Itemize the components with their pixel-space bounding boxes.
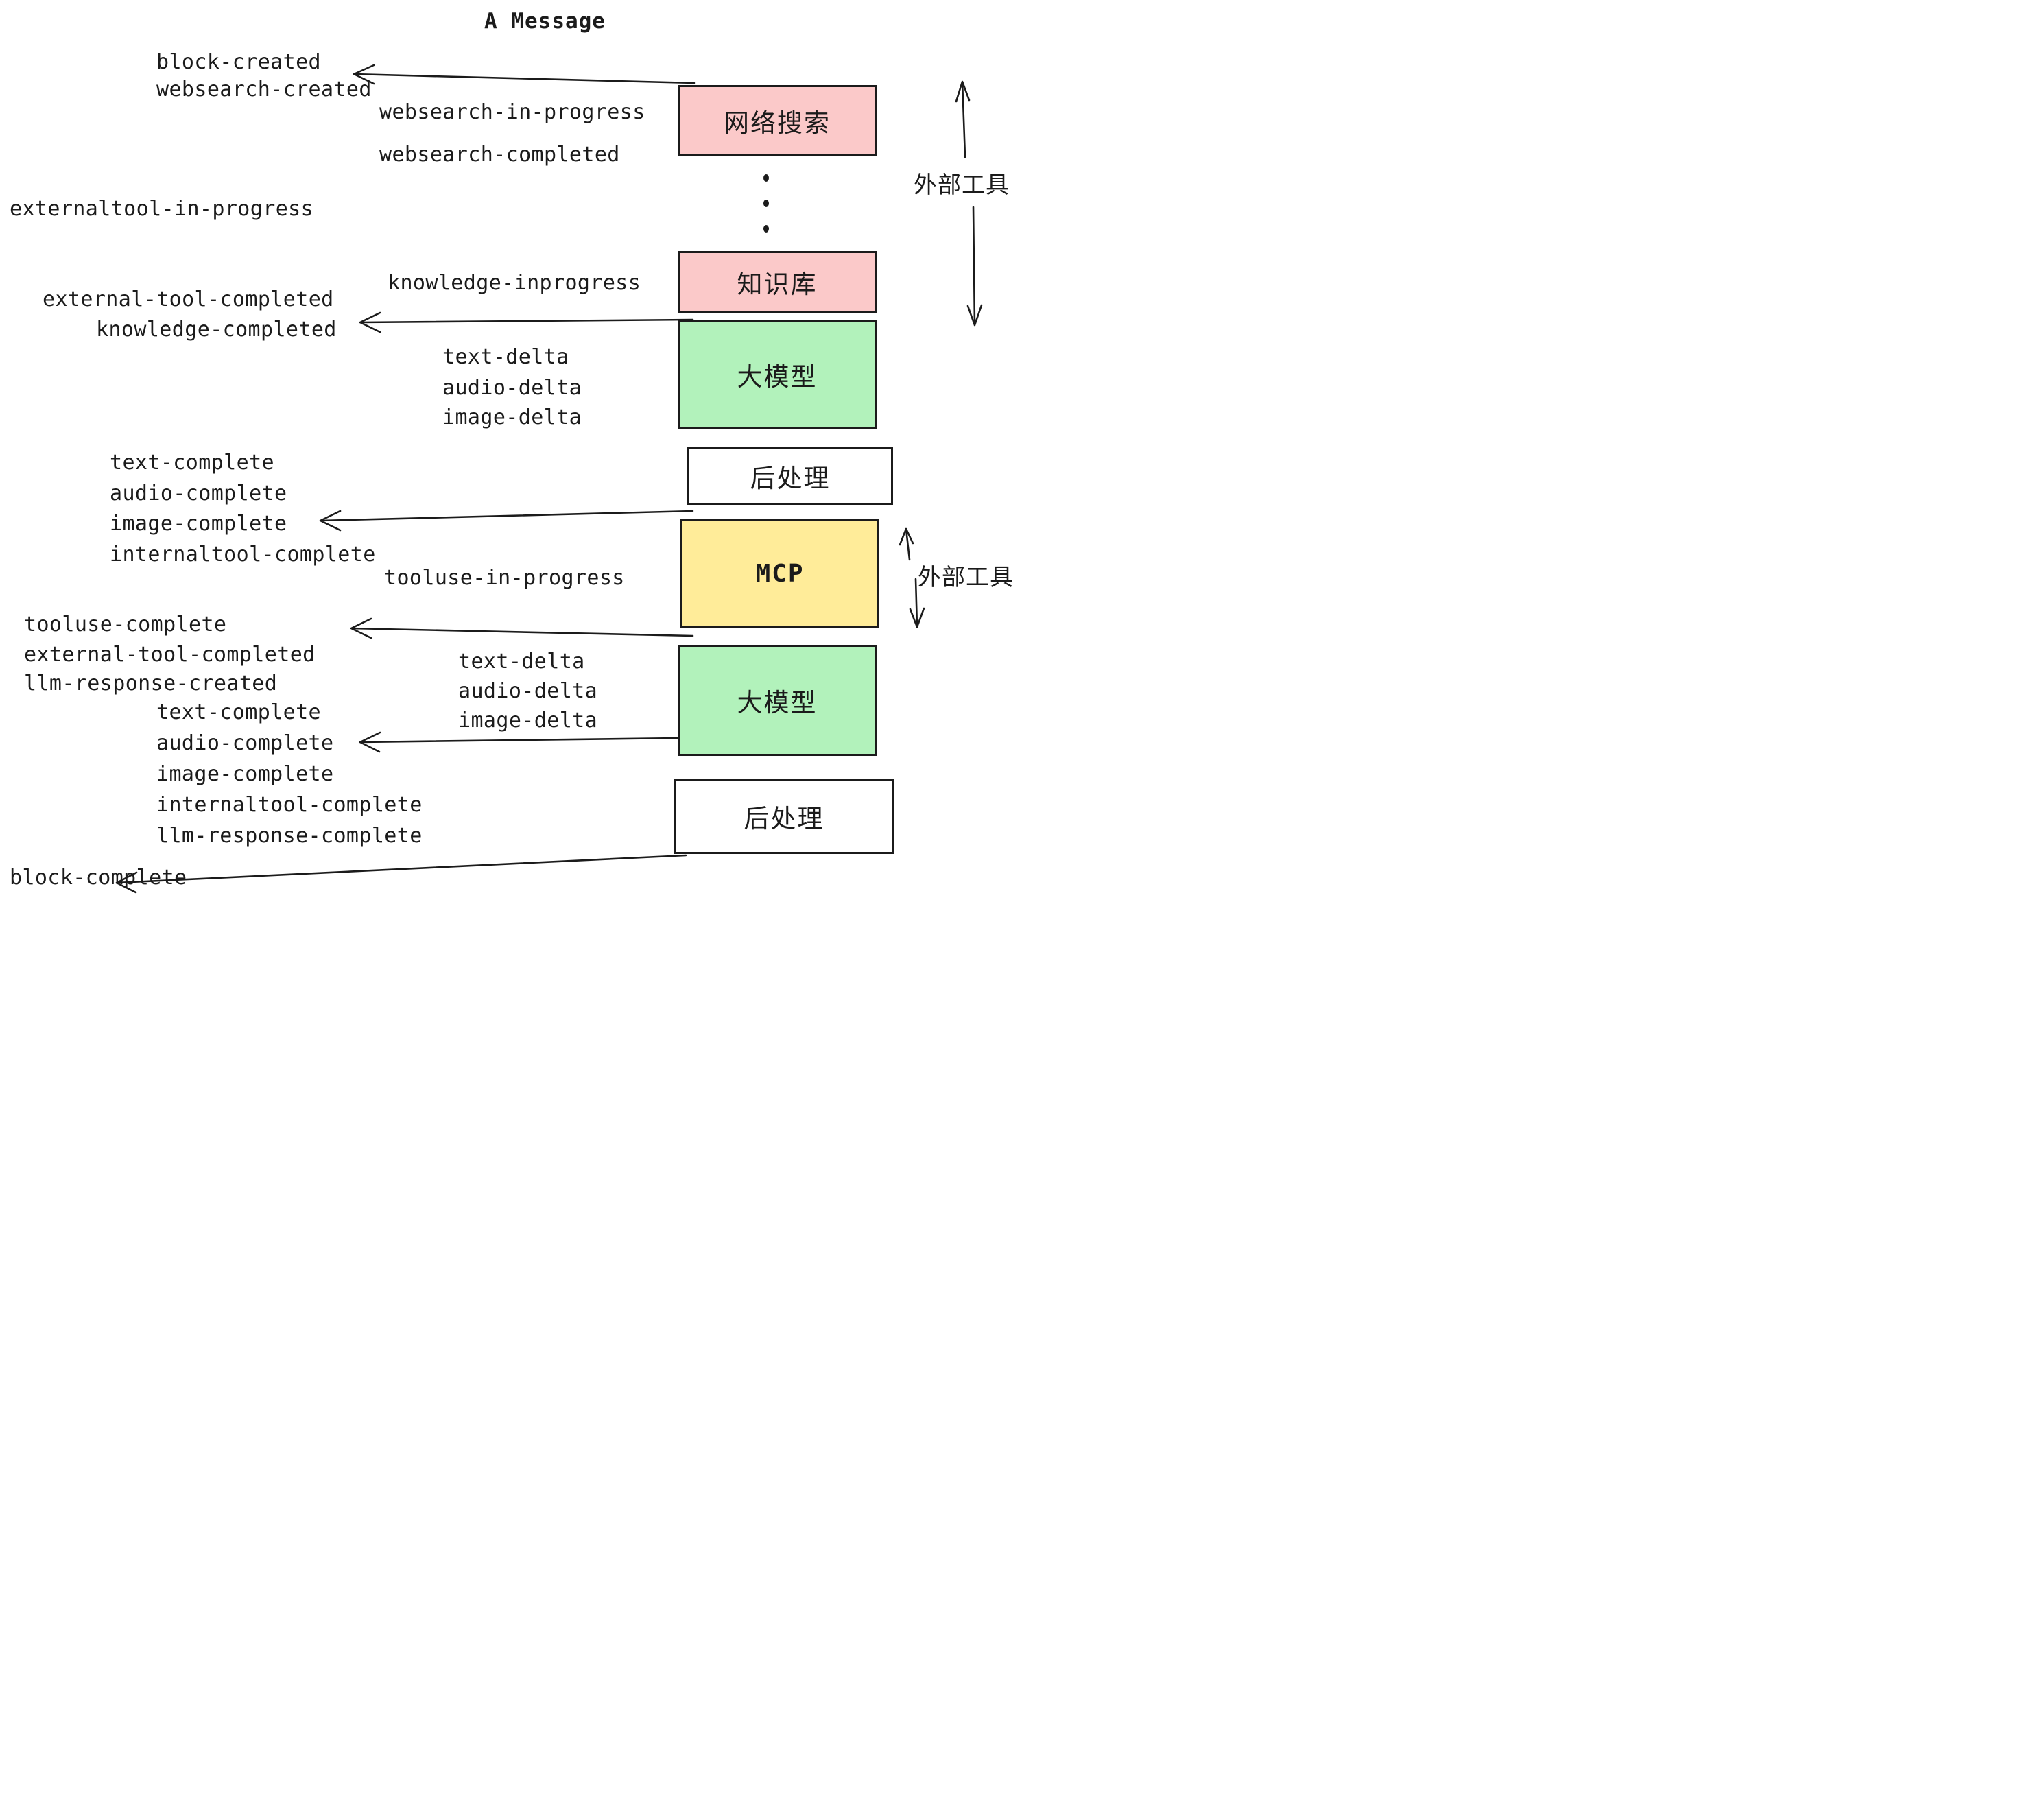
diagram-title: A Message xyxy=(484,9,606,34)
event-image-complete: image-complete xyxy=(110,512,287,536)
sequence-diagram-canvas: A Message block-created websearch-create… xyxy=(0,0,1022,902)
event-externaltool-in-progress: externaltool-in-progress xyxy=(10,197,314,221)
box-knowledge-label: 知识库 xyxy=(737,270,818,299)
event-tooluse-in-progress: tooluse-in-progress xyxy=(384,566,625,590)
external-tools-2-up-arrow xyxy=(899,527,914,561)
box-llm-2-label: 大模型 xyxy=(737,688,818,717)
event-knowledge-completed: knowledge-completed xyxy=(96,318,337,342)
box-postprocess: 后处理 xyxy=(687,447,893,505)
arrow-to-block-complete xyxy=(115,854,687,894)
event-audio-delta: audio-delta xyxy=(442,376,582,400)
event-audio-complete: audio-complete xyxy=(110,482,287,506)
box-mcp-label: MCP xyxy=(755,559,805,588)
external-tools-down-arrow xyxy=(966,206,983,327)
event-knowledge-inprogress: knowledge-inprogress xyxy=(388,271,641,295)
box-knowledge: 知识库 xyxy=(678,251,877,313)
event-external-tool-completed: external-tool-completed xyxy=(43,287,334,311)
event-text-complete: text-complete xyxy=(110,451,274,475)
event-websearch-in-progress: websearch-in-progress xyxy=(379,100,645,124)
event-websearch-completed: websearch-completed xyxy=(379,143,620,167)
event-internaltool-complete-2: internaltool-complete xyxy=(156,793,423,817)
arrow-to-websearch-created xyxy=(353,64,696,85)
event-llm-response-complete: llm-response-complete xyxy=(156,824,423,848)
event-internaltool-complete: internaltool-complete xyxy=(110,543,376,567)
event-text-delta: text-delta xyxy=(442,345,569,369)
arrow-to-audio-complete xyxy=(359,731,679,753)
box-postprocess-2-label: 后处理 xyxy=(744,804,824,833)
box-postprocess-label: 后处理 xyxy=(750,463,831,493)
event-text-complete-2: text-complete xyxy=(156,700,321,724)
event-llm-response-created: llm-response-created xyxy=(24,672,278,696)
event-block-created: block-created xyxy=(156,50,321,74)
event-audio-complete-2: audio-complete xyxy=(156,731,334,755)
box-websearch-label: 网络搜索 xyxy=(724,108,831,138)
event-image-complete-2: image-complete xyxy=(156,762,334,786)
box-websearch: 网络搜索 xyxy=(678,85,877,156)
event-tooluse-complete: tooluse-complete xyxy=(24,613,227,637)
annotation-external-tools: 外部工具 xyxy=(914,171,1010,199)
box-llm-2: 大模型 xyxy=(678,645,877,756)
external-tools-up-arrow xyxy=(955,80,971,158)
arrow-to-image-complete xyxy=(319,510,694,532)
event-websearch-created: websearch-created xyxy=(156,78,372,102)
arrow-to-tooluse-complete xyxy=(350,617,694,639)
event-audio-delta-2: audio-delta xyxy=(458,679,598,703)
annotation-external-tools-2: 外部工具 xyxy=(918,564,1014,591)
event-image-delta-2: image-delta xyxy=(458,709,598,733)
event-image-delta: image-delta xyxy=(442,405,582,429)
box-llm-label: 大模型 xyxy=(737,362,818,392)
box-llm: 大模型 xyxy=(678,320,877,429)
arrow-to-knowledge-completed xyxy=(359,311,694,333)
box-mcp: MCP xyxy=(680,519,879,628)
vertical-ellipsis-icon xyxy=(763,174,769,233)
box-postprocess-2: 后处理 xyxy=(674,779,894,854)
event-block-complete: block-complete xyxy=(10,866,187,890)
event-text-delta-2: text-delta xyxy=(458,650,585,674)
event-external-tool-completed-2: external-tool-completed xyxy=(24,643,316,667)
